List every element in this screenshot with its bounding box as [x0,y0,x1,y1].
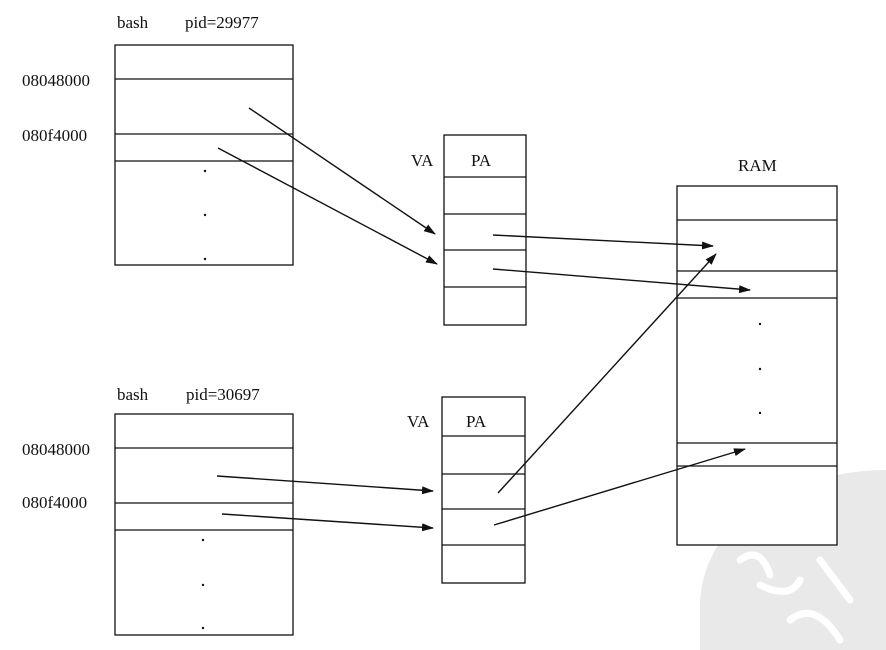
arrow-pte-bottom-to-ram-1 [497,253,717,494]
process-bottom-box [114,413,294,636]
page-table-top [443,134,527,326]
process-top-pid: pid=29977 [185,13,259,32]
arrow-pte-top-to-ram-1 [492,234,714,250]
process-bottom-pid: pid=30697 [186,385,260,404]
process-bottom-name: bash [117,385,149,404]
page-table-bottom-pa-label: PA [466,412,487,431]
process-bottom-addr-1: 08048000 [22,440,90,459]
process-top-name: bash [117,13,149,32]
arrow-pte-bottom-to-ram-2 [493,448,746,526]
page-table-bottom-va-label: VA [407,412,430,431]
process-top-addr-2: 080f4000 [22,126,88,145]
arrow-bottom-text-to-pte [216,475,434,495]
process-bottom-addr-2: 080f4000 [22,493,88,512]
arrow-top-data-to-pte [217,147,438,265]
page-table-top-va-label: VA [411,151,434,170]
page-table-top-pa-label: PA [471,151,492,170]
arrow-pte-top-to-ram-2 [492,268,751,294]
arrow-bottom-data-to-pte [221,513,434,532]
process-top-addr-1: 08048000 [22,71,90,90]
ram-label: RAM [738,156,777,175]
arrow-top-text-to-pte [248,107,436,235]
ram-box [676,185,838,546]
process-top-box [114,44,294,266]
page-table-bottom [441,396,526,584]
